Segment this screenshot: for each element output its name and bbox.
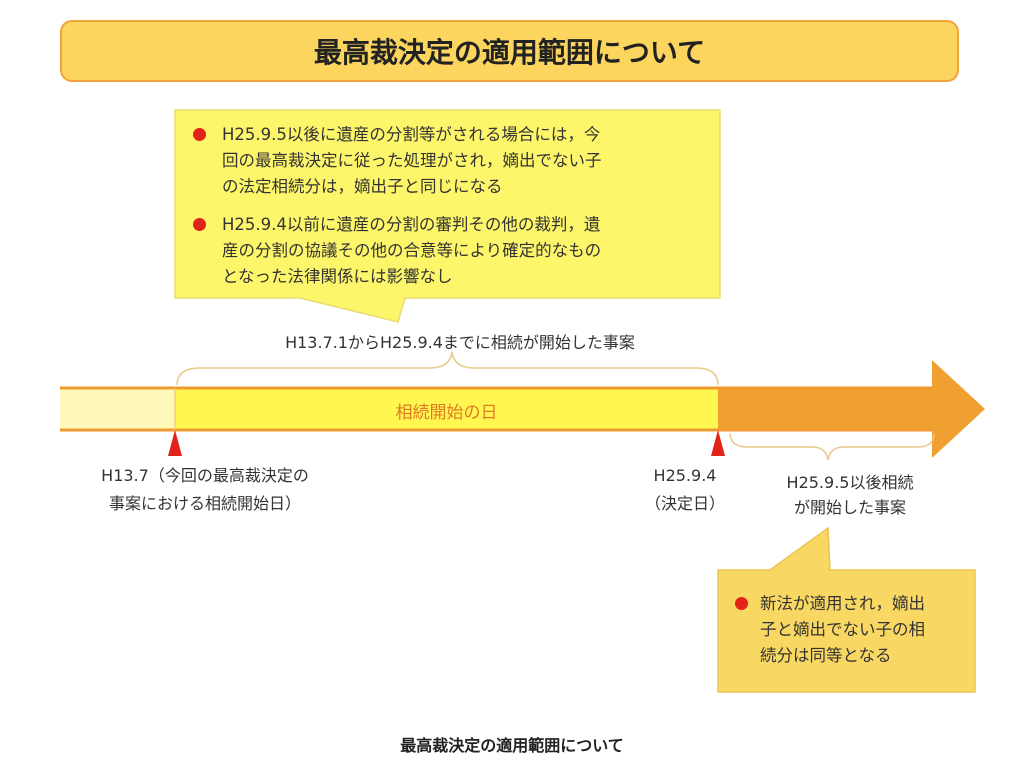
marker-right-triangle — [711, 430, 725, 456]
callout-bottom-shape — [717, 526, 976, 693]
bar-before — [60, 388, 175, 430]
text-line: 新法が適用され，嫡出 — [760, 594, 925, 613]
text-line: 産の分割の協議その他の合意等により確定的なもの — [222, 241, 602, 260]
arrow-after — [718, 360, 985, 458]
title-text: 最高裁決定の適用範囲について — [313, 36, 706, 69]
text-line: 回の最高裁決定に従った処理がされ，嫡出でない子 — [222, 151, 602, 170]
bullet-icon — [193, 128, 206, 141]
title-banner: 最高裁決定の適用範囲について — [60, 20, 959, 82]
caption: 最高裁決定の適用範囲について — [400, 736, 624, 755]
text-line: 続分は同等となる — [760, 646, 892, 665]
text-line: 子と嫡出でない子の相 — [760, 620, 925, 639]
marker-left-label: H13.7（今回の最高裁決定の 事案における相続開始日） — [60, 462, 350, 518]
text-line: 事案における相続開始日） — [108, 494, 301, 513]
after-label: H25.9.5以後相続 が開始した事案 — [760, 470, 940, 520]
callout-top-bullet-2: H25.9.4以前に遺産の分割の審判その他の裁判，遺 産の分割の協議その他の合意… — [222, 212, 601, 290]
text-line: H25.9.4以前に遺産の分割の審判その他の裁判，遺 — [222, 215, 601, 234]
marker-right-label: H25.9.4 （決定日） — [630, 462, 740, 518]
callout-top-bullet-1: H25.9.5以後に遺産の分割等がされる場合には，今 回の最高裁決定に従った処理… — [222, 122, 602, 200]
range-brace — [176, 351, 719, 386]
text-line: の法定相続分は，嫡出子と同じになる — [222, 177, 503, 196]
text-line: （決定日） — [644, 494, 725, 513]
marker-left-triangle — [168, 430, 182, 456]
text-line: H13.7（今回の最高裁決定の — [101, 466, 309, 485]
bar-label: 相続開始の日 — [395, 403, 498, 423]
text-line: となった法律関係には影響なし — [222, 267, 453, 286]
bullet-icon — [735, 597, 748, 610]
callout-bottom-text: 新法が適用され，嫡出 子と嫡出でない子の相 続分は同等となる — [760, 591, 925, 669]
text-line: H25.9.5以後相続 — [786, 473, 914, 492]
after-brace — [729, 432, 935, 461]
text-line: H25.9.4 — [653, 466, 717, 485]
text-line: が開始した事案 — [793, 498, 906, 517]
bar-range — [175, 388, 718, 430]
callout-top-shape — [174, 109, 721, 323]
text-line: H25.9.5以後に遺産の分割等がされる場合には，今 — [222, 125, 601, 144]
range-label: H13.7.1からH25.9.4までに相続が開始した事案 — [285, 333, 635, 352]
bullet-icon — [193, 218, 206, 231]
